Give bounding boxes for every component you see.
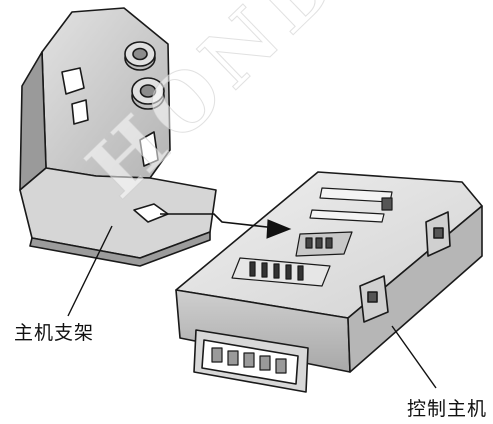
- control-unit: [175, 171, 483, 393]
- middle-connector: [295, 231, 353, 257]
- nut-upper: [124, 41, 156, 71]
- housing-clip-front: [359, 275, 389, 323]
- label-control-unit: 控制主机: [407, 398, 488, 420]
- bracket-tab-edge: [29, 231, 211, 267]
- assembly-arrowhead: [266, 219, 292, 239]
- leader-line-control-unit: [391, 325, 437, 389]
- bracket-slot-lower: [71, 99, 89, 125]
- bracket-slot-upper: [61, 67, 85, 95]
- pin-header-lower: [231, 257, 331, 287]
- bracket-slot-right: [139, 131, 159, 167]
- pin-header-top: [309, 187, 393, 223]
- label-host-bracket: 主机支架: [14, 322, 95, 344]
- bracket-side-flange: [19, 51, 47, 191]
- assembly-arrow: [160, 213, 277, 229]
- mounting-nuts: [124, 41, 165, 110]
- nut-lower: [131, 77, 165, 110]
- housing-clip-right: [425, 211, 451, 257]
- front-plug-connector: [193, 329, 309, 393]
- leader-line-bracket: [67, 225, 113, 317]
